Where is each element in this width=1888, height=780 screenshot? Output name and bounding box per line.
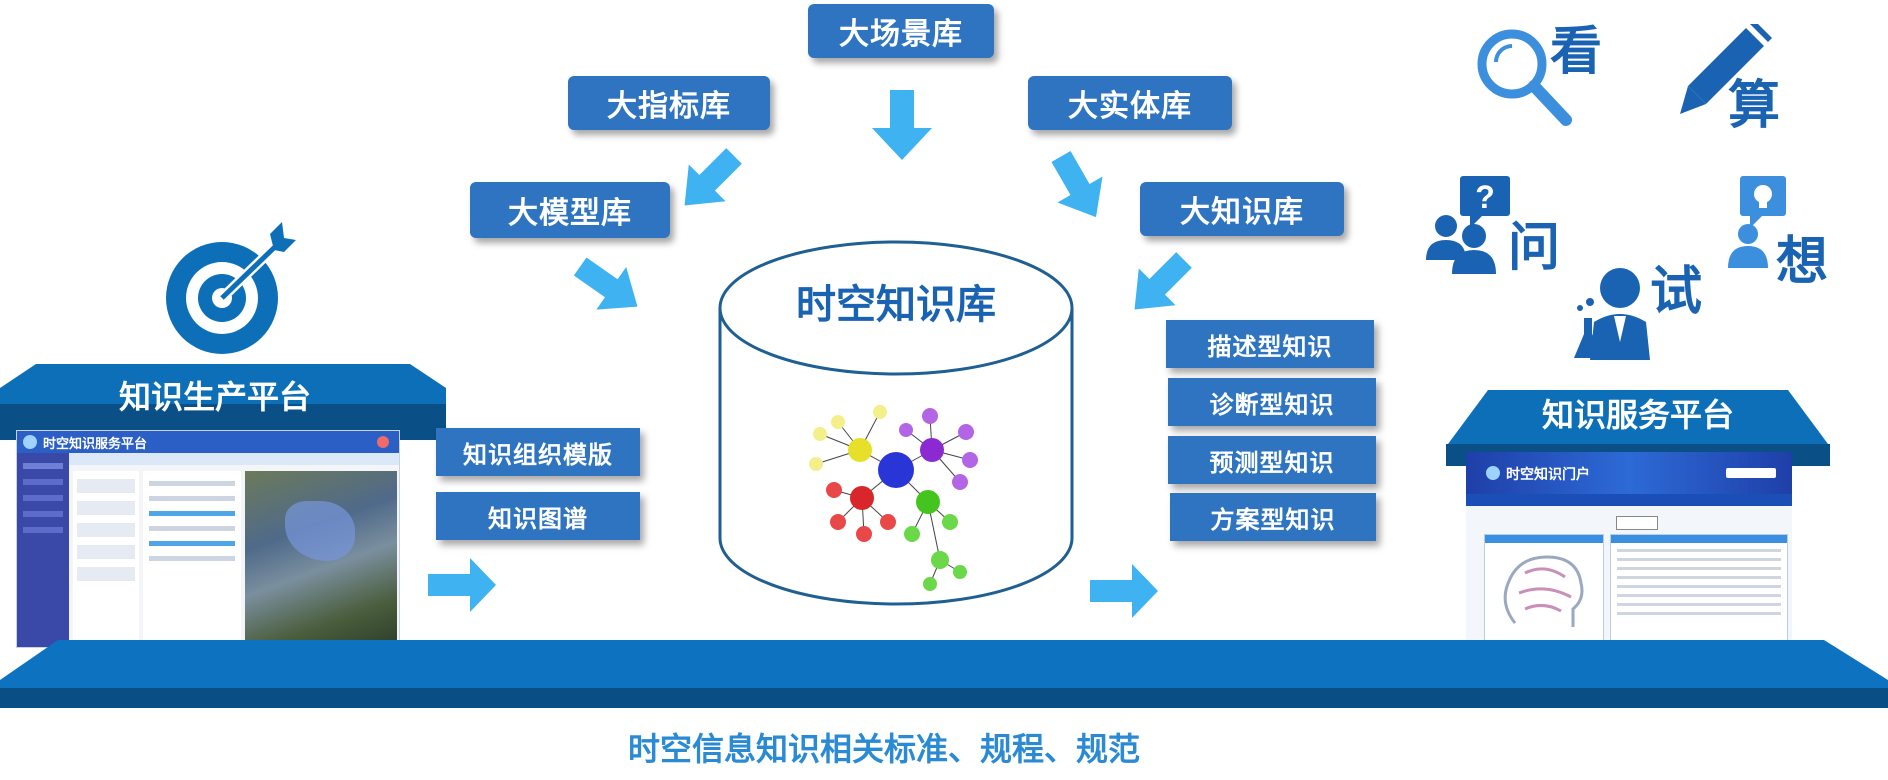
service-screenshot: 时空知识门户 (1466, 452, 1792, 644)
screenshot-header: 时空知识服务平台 (17, 431, 399, 453)
arrow-diagonal-icon (573, 257, 638, 310)
satellite-map (245, 471, 397, 645)
knowledge-type-box: 描述型知识 (1166, 320, 1374, 368)
arrow-diagonal-icon (1134, 252, 1192, 310)
knowledge-type-descriptive: 描述型知识 (1207, 332, 1333, 361)
service-title: 知识服务平台 (1541, 396, 1734, 434)
knowledge-library-box: 大知识库 (1140, 182, 1344, 236)
arrow-diagonal-icon (684, 148, 742, 206)
scene-library-box: 大场景库 (808, 4, 994, 58)
arrow-right-icon (428, 558, 496, 612)
ask-label: 问 (1508, 218, 1561, 278)
knowledge-graph-tag: 知识图谱 (488, 504, 588, 533)
globe-icon (1486, 466, 1500, 480)
portal-search-input (1726, 468, 1776, 478)
idea-person-icon (1728, 176, 1786, 268)
screenshot-toolbar (69, 453, 399, 465)
avatar (377, 436, 389, 448)
portal-nav (1466, 494, 1792, 506)
think-label: 想 (1776, 232, 1829, 292)
magnifier-icon (1477, 29, 1572, 126)
production-tag-box: 知识图谱 (436, 492, 640, 540)
entity-library-label: 大实体库 (1068, 89, 1192, 124)
entity-library-box: 大实体库 (1028, 76, 1232, 130)
arrow-down-icon (872, 90, 932, 160)
production-screenshot: 时空知识服务平台 (16, 430, 400, 648)
knowledge-type-predictive: 预测型知识 (1209, 448, 1335, 477)
knowledge-type-box: 预测型知识 (1168, 436, 1376, 484)
footer-text: 时空信息知识相关标准、规程、规范 (627, 730, 1140, 768)
portal-list-panel (1610, 534, 1788, 644)
knowledge-type-box: 方案型知识 (1170, 493, 1376, 541)
try-label: 试 (1650, 262, 1703, 322)
svg-text:?: ? (1475, 179, 1495, 215)
knowledge-type-box: 诊断型知识 (1168, 378, 1376, 426)
scene-library-label: 大场景库 (839, 17, 963, 52)
indicator-library-label: 大指标库 (607, 89, 731, 124)
knowledge-library-label: 大知识库 (1180, 195, 1304, 230)
compute-label: 算 (1728, 76, 1781, 136)
arrow-right-icon (1090, 564, 1158, 618)
pencil-icon (1680, 24, 1772, 114)
screenshot-tool-panel (73, 471, 139, 641)
scientist-icon (1574, 268, 1650, 360)
screenshot-sidebar (17, 453, 69, 647)
brain-icon (1503, 555, 1584, 627)
target-icon (166, 222, 296, 354)
knowledge-graph-illustration (809, 405, 978, 591)
question-people-icon: ? (1426, 176, 1510, 274)
base-platform (0, 640, 1888, 708)
globe-icon (23, 435, 37, 449)
see-label: 看 (1550, 22, 1603, 82)
portal-title: 时空知识门户 (1506, 467, 1590, 483)
model-library-label: 大模型库 (508, 196, 632, 231)
knowledge-type-diagnostic: 诊断型知识 (1209, 390, 1335, 419)
knowledge-type-solution: 方案型知识 (1210, 505, 1336, 534)
production-tag-box: 知识组织模版 (436, 428, 640, 476)
screenshot-form-panel (143, 471, 241, 641)
template-tag: 知识组织模版 (463, 440, 613, 469)
indicator-library-box: 大指标库 (568, 76, 770, 130)
arrow-diagonal-icon (1051, 151, 1103, 218)
screenshot-title: 时空知识服务平台 (43, 437, 148, 452)
model-library-box: 大模型库 (470, 182, 670, 238)
production-title: 知识生产平台 (118, 378, 311, 416)
portal-banner: 时空知识门户 (1466, 452, 1792, 494)
portal-tab (1616, 516, 1658, 530)
center-title: 时空知识库 (796, 282, 996, 328)
portal-brain-panel (1484, 534, 1604, 644)
